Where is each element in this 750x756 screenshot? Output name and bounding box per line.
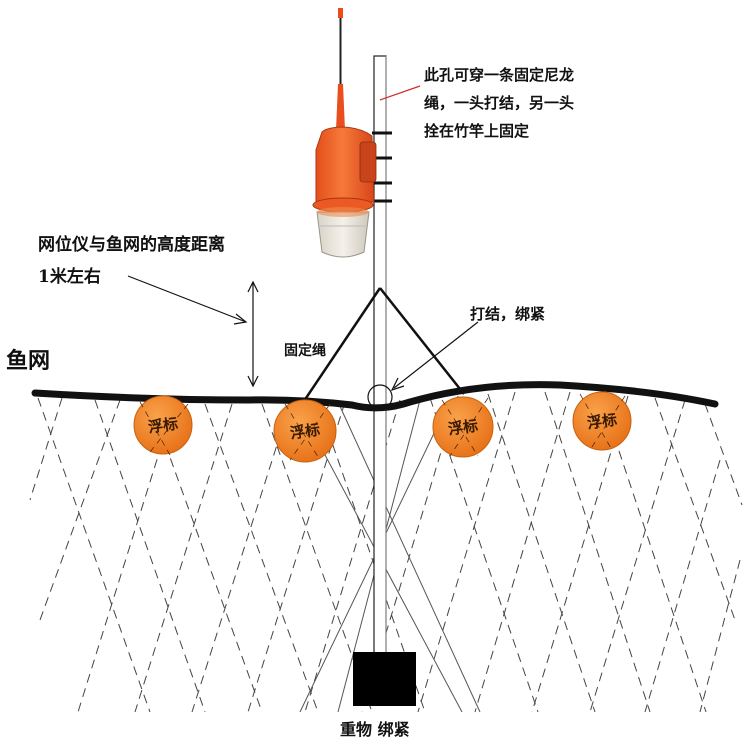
fish-net-headline [31, 381, 719, 412]
float-label-2: 浮标 [288, 420, 322, 443]
height-note-line2: 1米左右 [38, 267, 101, 287]
hole-note-line2: 绳，一头打结，另一头 [424, 94, 575, 112]
floats [133, 391, 632, 463]
height-pointer-arrow [127, 275, 248, 325]
float-2 [273, 399, 337, 463]
hole-note-line3: 拴在竹竿上固定 [424, 122, 530, 140]
knot-circle [367, 384, 393, 410]
float-label-4: 浮标 [585, 410, 619, 433]
hole-note-line1: 此孔可穿一条固定尼龙 [424, 66, 575, 84]
fixing-ropes [300, 287, 465, 405]
float-3 [432, 396, 494, 458]
float-label-1: 浮标 [146, 414, 180, 437]
float-1 [133, 395, 193, 455]
fish-net-label: 鱼网 [6, 348, 51, 374]
height-note-line1: 网位仪与鱼网的高度距离 [38, 235, 225, 255]
height-arrow [247, 280, 259, 388]
weight-block [353, 652, 416, 706]
knot-tie-label: 打结，绑紧 [470, 305, 546, 323]
float-label-3: 浮标 [446, 416, 480, 439]
weight-tie-label: 重物 绑紧 [340, 720, 410, 739]
net-over-floats [139, 393, 626, 461]
fixing-rope-label: 固定绳 [284, 343, 326, 359]
antenna [336, 8, 345, 130]
hole-pointer-line [379, 85, 421, 101]
net-locator-device [312, 126, 377, 258]
knot-pointer-arrow [390, 321, 479, 392]
